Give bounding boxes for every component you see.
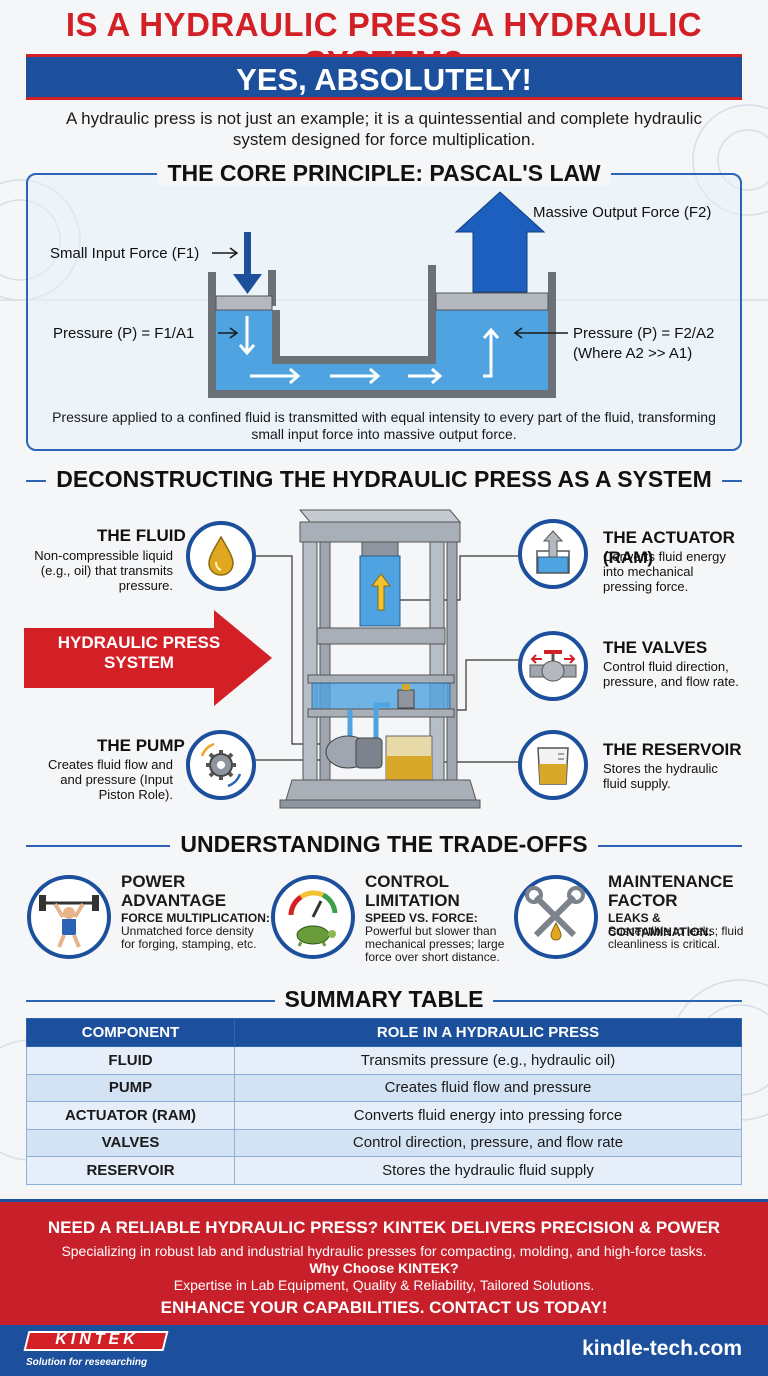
output-force-label: Massive Output Force (F2) [533,204,712,221]
tradeoffs-heading: UNDERSTANDING THE TRADE-OFFS [0,831,768,858]
reservoir-desc: Stores the hydraulic fluid supply. [603,761,718,791]
tradeoff-power-title: POWER ADVANTAGE [121,872,227,910]
table-cell: Transmits pressure (e.g., hydraulic oil) [234,1046,742,1075]
cta-action[interactable]: ENHANCE YOUR CAPABILITIES. CONTACT US TO… [160,1298,608,1317]
tradeoff-maintenance-sub: LEAKS & CONTAMINATION: [608,911,713,939]
divider [26,1000,286,1002]
fluid-circle [186,521,256,591]
fluid-title: THE FLUID [97,526,186,545]
input-force-arrow [233,232,262,294]
wrench-icon [525,886,585,941]
cta-panel: NEED A RELIABLE HYDRAULIC PRESS? KINTEK … [0,1199,768,1325]
maintenance-circle [514,875,598,959]
pascal-fluid [216,310,548,390]
control-circle [271,875,355,959]
press-base [285,779,477,801]
press-top-beam [298,509,462,523]
table-header-row: COMPONENT ROLE IN A HYDRAULIC PRESS [26,1018,742,1047]
summary-table: COMPONENT ROLE IN A HYDRAULIC PRESS FLUI… [26,1018,742,1185]
input-force-label: Small Input Force (F1) [50,245,200,262]
valves-title: THE VALVES [603,638,708,657]
power-circle [27,875,111,959]
divider [482,1000,742,1002]
valve-icon [529,650,577,682]
actuator-desc: Converts fluid energy into mechanical pr… [603,549,726,594]
logo-tagline: Solution for reseearching [26,1357,148,1368]
connector-actuator [398,555,520,601]
ram-cylinder-icon [536,530,570,574]
why-title: Why Choose KINTEK? [309,1260,459,1276]
table-cell: Converts fluid energy into pressing forc… [234,1101,742,1130]
system-arrow-label: HYDRAULIC PRESS SYSTEM [57,633,221,672]
pressure-right-label: Pressure (P) = F2/A2 [573,325,715,342]
press-column [302,541,318,793]
press-cylinder [361,541,399,557]
website-link[interactable]: kindle-tech.com [582,1337,742,1360]
table-row: ACTUATOR (RAM) Converts fluid energy int… [26,1101,742,1130]
small-piston [215,295,273,311]
table-row: VALVES Control direction, pressure, and … [26,1128,742,1157]
pascal-heading: THE CORE PRINCIPLE: PASCAL'S LAW [0,160,768,187]
tradeoff-power-sub: FORCE MULTIPLICATION: [121,911,270,925]
logo-text: KINTEK [55,1331,139,1348]
actuator-circle [518,519,588,589]
pascal-caption: Pressure applied to a confined fluid is … [52,409,716,442]
oil-drop-icon [208,535,234,576]
press-illustration [186,509,520,809]
press-valve [397,689,415,709]
gauge-turtle-icon [288,890,338,947]
cta-title: NEED A RELIABLE HYDRAULIC PRESS? KINTEK … [47,1218,721,1237]
cta-text: Specializing in robust lab and industria… [61,1243,707,1259]
tradeoff-control-sub: SPEED VS. FORCE: [365,911,478,925]
why-text: Expertise in Lab Equipment, Quality & Re… [173,1277,595,1293]
table-cell: RESERVOIR [26,1156,235,1185]
reservoir-title: THE RESERVOIR [603,740,742,759]
tradeoff-maintenance-desc: Susceptible to leaks; fluid cleanliness … [608,924,744,951]
pressure-left-label: Pressure (P) = F1/A1 [53,325,195,342]
summary-heading: SUMMARY TABLE [0,986,768,1013]
fluid-desc: Non-compressible liquid (e.g., oil) that… [34,548,173,593]
table-cell: FLUID [26,1046,235,1075]
table-row: RESERVOIR Stores the hydraulic fluid sup… [26,1156,742,1185]
valves-desc: Control fluid direction, pressure, and f… [603,659,739,689]
table-cell: Control direction, pressure, and flow ra… [234,1128,742,1157]
valves-circle [518,631,588,701]
pascal-panel [26,173,742,451]
pump-circle [186,730,256,800]
table-cell: PUMP [26,1073,235,1102]
press-column [446,541,458,793]
pump-desc: Creates fluid flow and and pressure (Inp… [47,757,173,802]
large-piston [435,292,549,311]
answer-banner: YES, ABSOLUTELY! [26,54,742,100]
table-cell: VALVES [26,1128,235,1157]
table-cell: Creates fluid flow and pressure [234,1073,742,1102]
table-cell: Stores the hydraulic fluid supply [234,1156,742,1185]
actuator-title: THE ACTUATOR (RAM) [603,528,735,567]
output-force-arrow [454,191,546,293]
pump-title: THE PUMP [97,736,185,755]
press-platen [316,627,446,645]
tradeoff-maintenance-title: MAINTENANCE FACTOR [608,872,734,910]
table-row: FLUID Transmits pressure (e.g., hydrauli… [26,1046,742,1075]
tradeoff-power-desc: Unmatched force density for forging, sta… [121,924,257,951]
intro-text: A hydraulic press is not just an example… [66,109,702,149]
tradeoff-control-title: CONTROL LIMITATION [365,872,460,910]
table-cell: ACTUATOR (RAM) [26,1101,235,1130]
tradeoff-control-desc: Powerful but slower than mechanical pres… [365,924,505,964]
pressure-right-note: (Where A2 >> A1) [573,345,693,362]
system-heading: DECONSTRUCTING THE HYDRAULIC PRESS AS A … [0,466,768,493]
reservoir-circle [518,730,588,800]
table-row: PUMP Creates fluid flow and pressure [26,1073,742,1102]
table-header: COMPONENT [26,1018,235,1047]
pascal-diagram [208,191,568,398]
table-header: ROLE IN A HYDRAULIC PRESS [234,1018,742,1047]
weightlifter-icon [39,895,99,948]
beaker-icon [537,747,569,785]
divider [556,845,742,847]
system-arrow [24,610,272,706]
divider [26,845,212,847]
gear-icon [200,742,242,788]
